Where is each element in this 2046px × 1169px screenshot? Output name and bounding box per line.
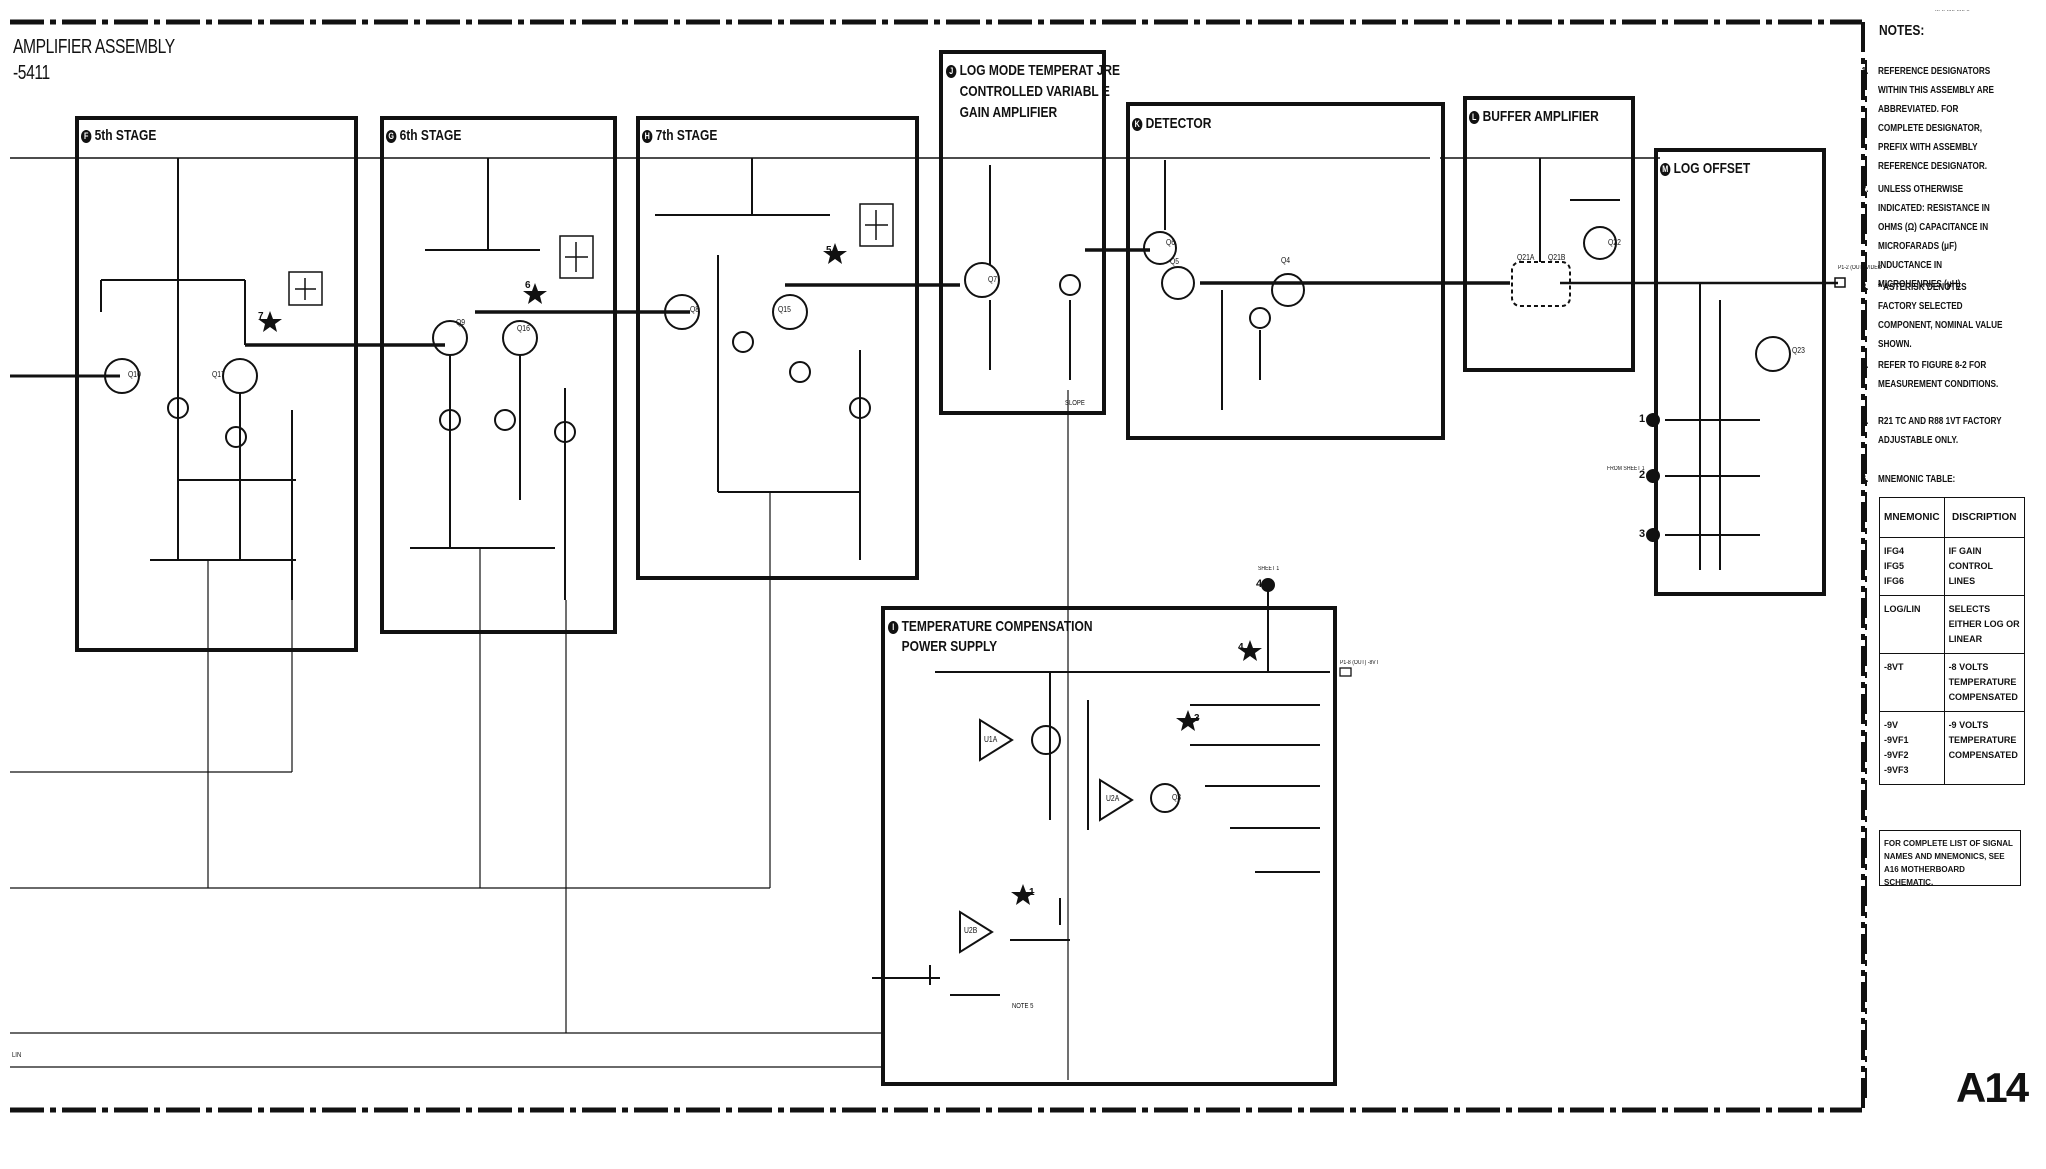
q5-label: Q5: [1170, 257, 1180, 266]
video-out-label: P1-2 (OUT) VIDEO: [1838, 265, 1882, 271]
table-row: LOG/LIN SELECTS EITHER LOG OR LINEAR: [1879, 595, 2026, 654]
stage7-frame: [636, 116, 919, 580]
u2b-label: U2B: [964, 926, 978, 935]
note-1: 1.REFERENCE DESIGNATORS WITHIN THIS ASSE…: [1861, 66, 1995, 172]
q21b-label: Q21B: [1548, 253, 1566, 262]
q23-label: Q23: [1792, 346, 1805, 355]
note-3: 3.* ASTERISK DENOTES FACTORY SELECTED CO…: [1861, 282, 2003, 350]
q3-label: Q3: [1172, 793, 1182, 802]
note-2: 2.UNLESS OTHERWISE INDICATED: RESISTANCE…: [1861, 184, 1990, 290]
u1a-label: U1A: [984, 735, 998, 744]
connector-1-label: 1: [1639, 413, 1646, 425]
buffer-frame: [1463, 96, 1635, 372]
temp-comp-frame: [881, 606, 1337, 1086]
q10-label: Q10: [128, 370, 141, 379]
mnemonic-header: MNEMONIC: [1879, 497, 1945, 538]
sheet-id: A14: [1956, 1064, 2029, 1111]
tp-1: 1: [1029, 887, 1035, 898]
tp-5: 5: [826, 245, 832, 256]
assembly-title: AMPLIFIER ASSEMBLY: [13, 36, 175, 58]
tp7-box: [288, 271, 323, 306]
table-row: -8VT -8 VOLTS TEMPERATURE COMPENSATED: [1879, 653, 2026, 712]
log-amp-frame: [939, 50, 1106, 415]
q9-label: Q9: [456, 318, 466, 327]
tp6-box: [559, 235, 594, 279]
notes-title: NOTES:: [1879, 22, 1925, 39]
note-4: 4.REFER TO FIGURE 8-2 FOR MEASUREMENT CO…: [1861, 360, 1999, 390]
q6-label: Q6: [1166, 238, 1176, 247]
sheet1-label: SHEET 1: [1258, 566, 1280, 572]
test-point-stars: [258, 243, 1262, 905]
top-right-fragment: ... .. ..... ..... ..: [1935, 6, 1970, 13]
u2a-label: U2A: [1106, 794, 1120, 803]
q4-label: Q4: [1281, 256, 1291, 265]
description-header: DISCRIPTION: [1943, 497, 2026, 538]
stage6-frame: [380, 116, 617, 634]
tp-3: 3: [1194, 713, 1200, 724]
q17-label: Q17: [212, 370, 225, 379]
from-sheet-label: FROM SHEET 1: [1607, 466, 1645, 472]
from-sheet-connectors: [1646, 413, 1660, 542]
note-5: 5.R21 TC AND R88 1VT FACTORY ADJUSTABLE …: [1861, 416, 2002, 446]
tp5-box: [859, 203, 894, 247]
connector-4: [1261, 578, 1275, 592]
q22-label: Q22: [1608, 238, 1621, 247]
note-6: 6.MNEMONIC TABLE:: [1861, 474, 1956, 485]
q15-label: Q15: [778, 305, 791, 314]
tp-4: 4: [1238, 642, 1244, 653]
q7-label: Q7: [988, 275, 998, 284]
table-row: IFG4 IFG5 IFG6 IF GAIN CONTROL LINES: [1879, 537, 2026, 596]
slope-label: SLOPE: [1065, 400, 1085, 407]
q16-label: Q16: [517, 324, 530, 333]
table-row: -9V -9VF1 -9VF2 -9VF3 -9 VOLTS TEMPERATU…: [1879, 711, 2026, 785]
detector-frame: [1126, 102, 1445, 440]
mnemonic-footnote: FOR COMPLETE LIST OF SIGNAL NAMES AND MN…: [1879, 830, 2021, 887]
p1-8-label: P1-8 (OUT) -8VT: [1340, 660, 1379, 666]
connector-3-label: 3: [1639, 528, 1646, 540]
stage5-frame: [75, 116, 358, 652]
tp-7: 7: [258, 311, 264, 322]
q8-label: Q8: [690, 305, 700, 314]
tp-6: 6: [525, 280, 531, 291]
connector-2-label: 2: [1639, 469, 1646, 481]
mnemonic-table: MNEMONIC DISCRIPTION IFG4 IFG5 IFG6 IF G…: [1879, 497, 2026, 785]
q21a-label: Q21A: [1517, 253, 1535, 262]
note5-label: NOTE 5: [1012, 1003, 1034, 1010]
connector-4-label: 4: [1256, 578, 1263, 590]
log-offset-frame: [1654, 148, 1826, 596]
assembly-number: -5411: [13, 62, 50, 84]
lin-label: LIN: [12, 1052, 22, 1059]
